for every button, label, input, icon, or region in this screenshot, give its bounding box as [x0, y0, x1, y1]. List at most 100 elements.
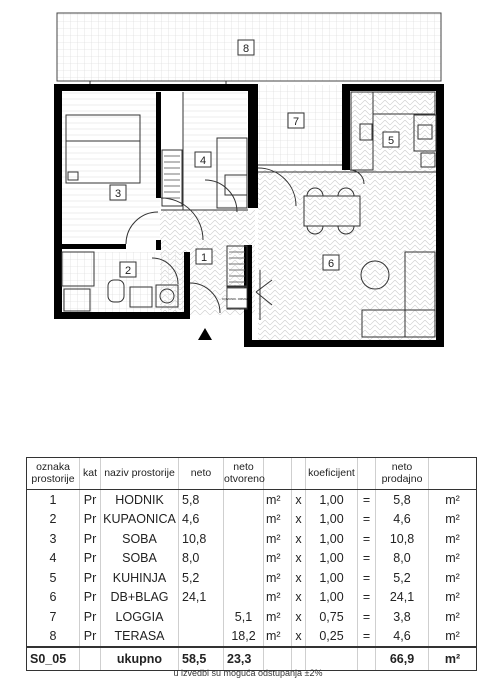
total-unit2: m² — [428, 646, 477, 671]
room-floor-room4 — [183, 92, 247, 210]
header-neto-otvoreno: neto otvoreno — [223, 457, 265, 490]
cell-naziv: SOBA — [100, 548, 179, 568]
cell-otvoreno — [223, 509, 264, 529]
cell-id: 8 — [26, 626, 80, 647]
cell-unit2: m² — [428, 607, 477, 627]
cell-unit2: m² — [428, 568, 477, 588]
cell-unit: m² — [263, 529, 292, 549]
cell-eq: = — [357, 509, 376, 529]
cell-koef: 0,75 — [305, 607, 358, 627]
cell-neto — [178, 607, 224, 627]
table-row: 3 Pr SOBA 10,8 m² x 1,00 = 10,8 m² — [26, 529, 477, 549]
room-label-8: 8 — [237, 39, 255, 56]
cell-naziv: HODNIK — [100, 489, 179, 510]
svg-text:8: 8 — [243, 43, 249, 55]
cell-prodajno: 4,6 — [375, 626, 429, 647]
cell-eq: = — [357, 587, 376, 607]
cell-koef: 1,00 — [305, 548, 358, 568]
cell-eq: = — [357, 548, 376, 568]
cell-op: x — [291, 626, 306, 647]
header-op — [291, 457, 306, 490]
cell-unit: m² — [263, 568, 292, 588]
table-row: 2 Pr KUPAONICA 4,6 m² x 1,00 = 4,6 m² — [26, 509, 477, 529]
entrance-arrow-icon — [198, 328, 212, 340]
header-unit — [263, 457, 292, 490]
equipment-tag: KOMUNIK. ORMARIĆ — [222, 287, 253, 309]
total-prodajno: 66,9 — [375, 646, 429, 671]
wardrobe-hatching — [164, 155, 245, 283]
room-label-6: 6 — [322, 254, 340, 271]
room-label-1: 1 — [195, 248, 213, 265]
room-floor-living — [258, 170, 442, 340]
cell-id: 1 — [26, 489, 80, 510]
cell-prodajno: 4,6 — [375, 509, 429, 529]
cell-otvoreno — [223, 489, 264, 510]
room-label-2: 2 — [119, 261, 137, 278]
cell-prodajno: 24,1 — [375, 587, 429, 607]
svg-text:KOMUNIK. ORMARIĆ: KOMUNIK. ORMARIĆ — [222, 296, 253, 301]
cell-kat: Pr — [79, 626, 101, 647]
cell-id: 2 — [26, 509, 80, 529]
total-neto: 58,5 — [178, 646, 224, 671]
total-code: S0_05 — [26, 646, 80, 671]
cell-koef: 1,00 — [305, 489, 358, 510]
cell-neto: 24,1 — [178, 587, 224, 607]
cell-kat: Pr — [79, 568, 101, 588]
room-label-4: 4 — [194, 151, 212, 168]
cell-op: x — [291, 509, 306, 529]
cell-kat: Pr — [79, 587, 101, 607]
cell-neto: 4,6 — [178, 509, 224, 529]
room-label-3: 3 — [109, 184, 127, 201]
cell-id: 4 — [26, 548, 80, 568]
table-row: 7 Pr LOGGIA 5,1 m² x 0,75 = 3,8 m² — [26, 607, 477, 627]
total-unit — [263, 646, 292, 671]
total-eq — [357, 646, 376, 671]
cell-unit2: m² — [428, 529, 477, 549]
cell-koef: 1,00 — [305, 568, 358, 588]
cell-otvoreno: 5,1 — [223, 607, 264, 627]
total-op — [291, 646, 306, 671]
cell-neto: 5,8 — [178, 489, 224, 510]
svg-text:7: 7 — [293, 116, 299, 128]
header-eq — [357, 457, 376, 490]
cell-unit2: m² — [428, 587, 477, 607]
cell-unit2: m² — [428, 548, 477, 568]
svg-text:6: 6 — [328, 258, 334, 270]
cell-eq: = — [357, 626, 376, 647]
floor-plan: 8 7 5 4 3 1 6 2 KOMUNIK. ORMARIĆ — [54, 12, 444, 347]
cell-kat: Pr — [79, 607, 101, 627]
cell-otvoreno — [223, 568, 264, 588]
cell-unit: m² — [263, 587, 292, 607]
cell-naziv: KUHINJA — [100, 568, 179, 588]
cell-unit: m² — [263, 489, 292, 510]
table-row: 1 Pr HODNIK 5,8 m² x 1,00 = 5,8 m² — [26, 489, 477, 510]
cell-kat: Pr — [79, 548, 101, 568]
cell-unit2: m² — [428, 509, 477, 529]
table-row: 5 Pr KUHINJA 5,2 m² x 1,00 = 5,2 m² — [26, 568, 477, 588]
cell-op: x — [291, 548, 306, 568]
cell-op: x — [291, 568, 306, 588]
header-kat: kat — [79, 457, 101, 490]
cell-op: x — [291, 489, 306, 510]
cell-unit: m² — [263, 548, 292, 568]
cell-prodajno: 8,0 — [375, 548, 429, 568]
header-oznaka: oznaka prostorije — [26, 457, 80, 490]
total-kat — [79, 646, 101, 671]
footnote: u izvedbi su moguća odstupanja ±2% — [173, 668, 323, 678]
table-row: 4 Pr SOBA 8,0 m² x 1,00 = 8,0 m² — [26, 548, 477, 568]
cell-otvoreno: 18,2 — [223, 626, 264, 647]
cell-eq: = — [357, 529, 376, 549]
cell-koef: 1,00 — [305, 529, 358, 549]
cell-naziv: LOGGIA — [100, 607, 179, 627]
cell-unit: m² — [263, 509, 292, 529]
total-label: ukupno — [100, 646, 179, 671]
cell-kat: Pr — [79, 489, 101, 510]
header-koeficijent: koeficijent — [305, 457, 358, 490]
cell-prodajno: 5,8 — [375, 489, 429, 510]
cell-unit2: m² — [428, 626, 477, 647]
total-otvoreno: 23,3 — [223, 646, 264, 671]
cell-otvoreno — [223, 548, 264, 568]
total-koef — [305, 646, 358, 671]
cell-neto: 5,2 — [178, 568, 224, 588]
cell-unit: m² — [263, 607, 292, 627]
